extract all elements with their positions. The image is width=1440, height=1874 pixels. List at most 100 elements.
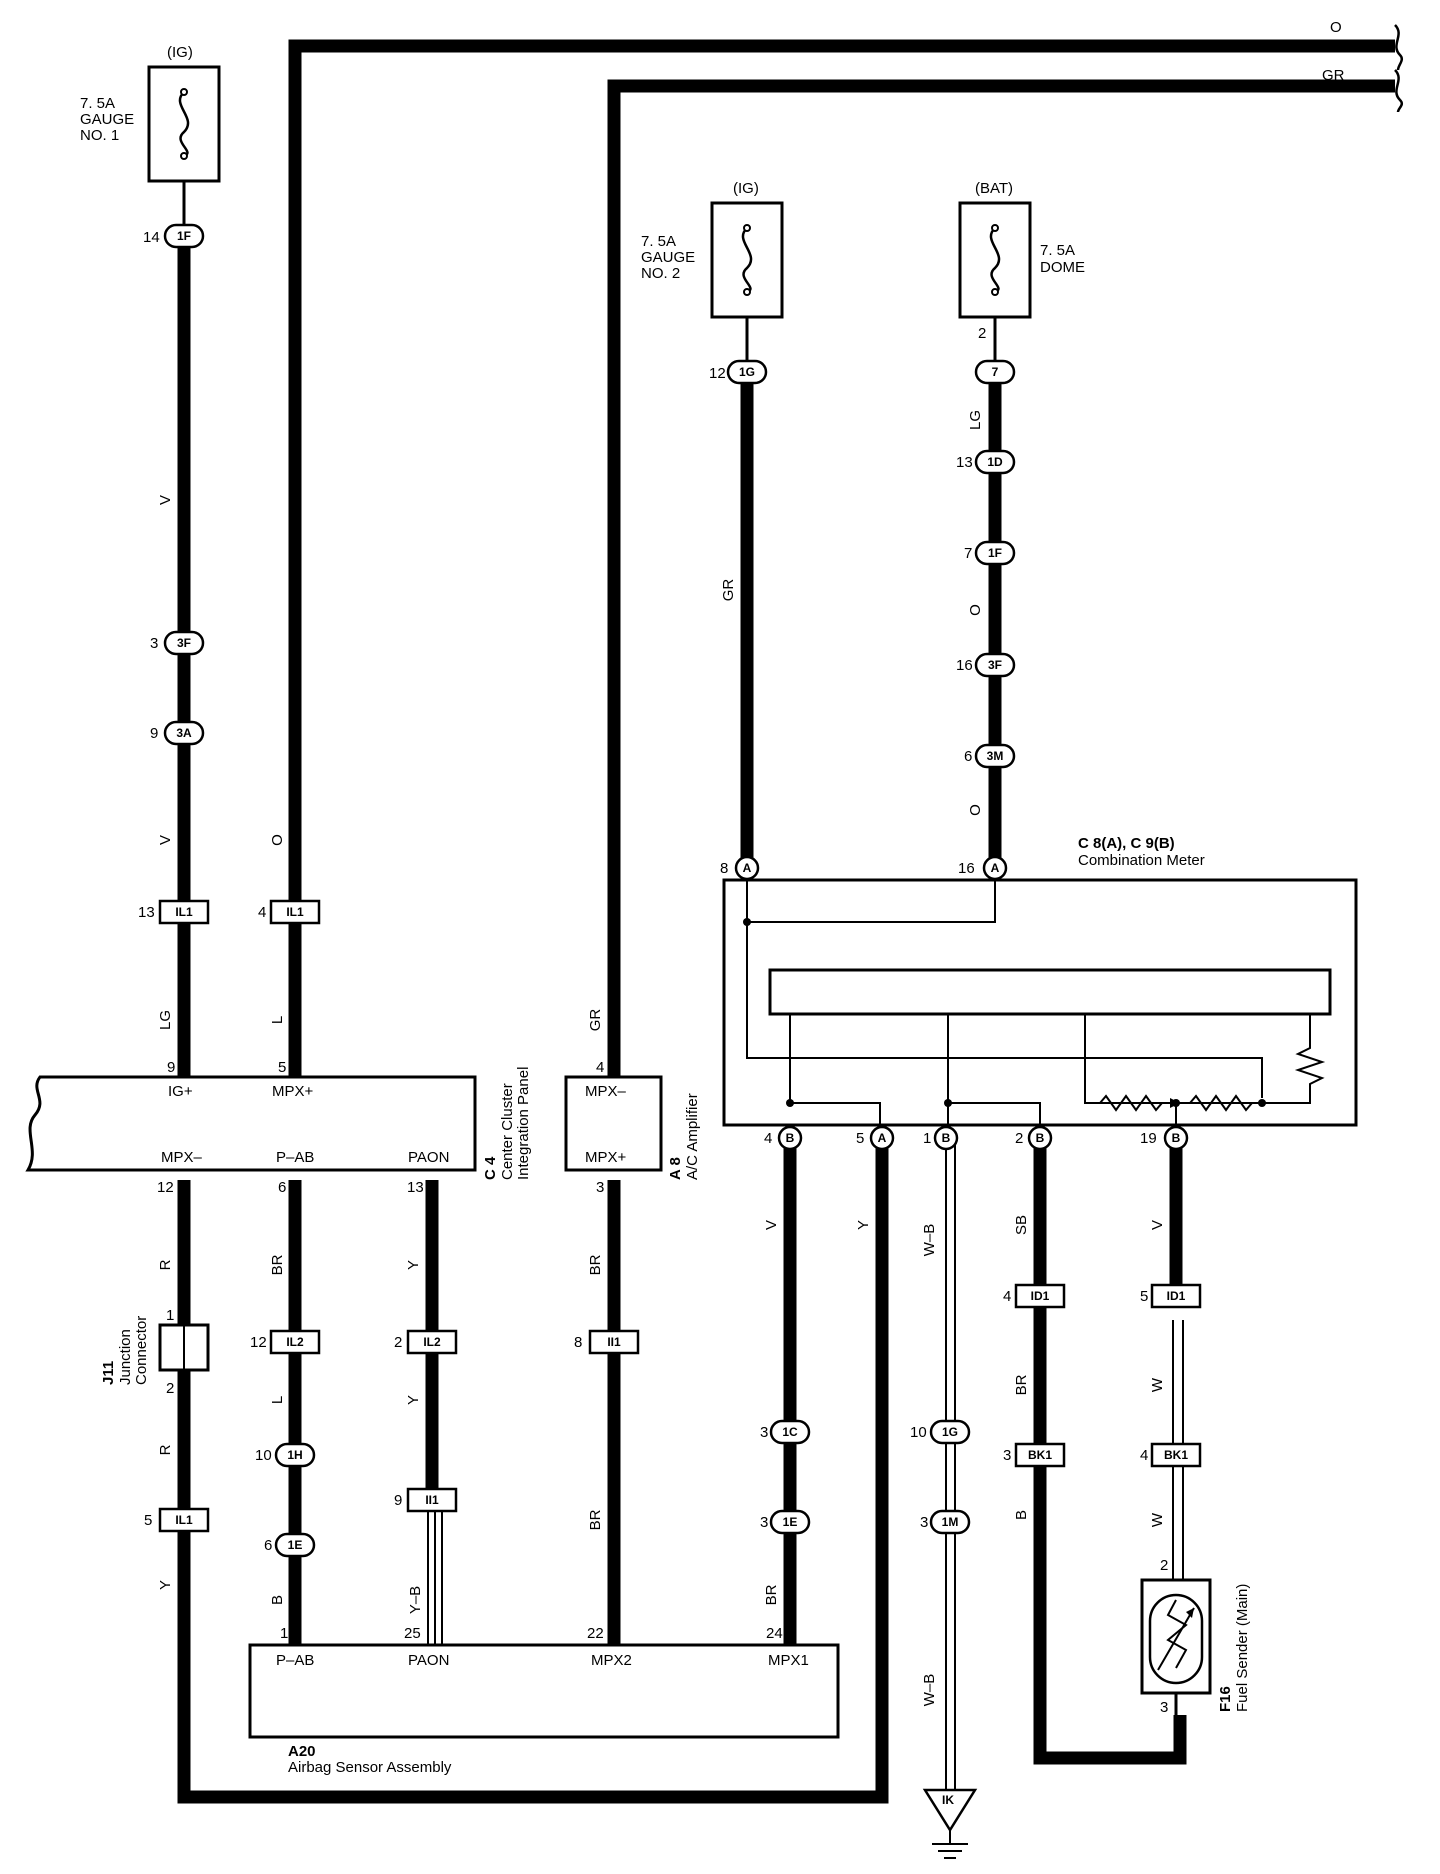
ab-name: Airbag Sensor Assembly (288, 1759, 452, 1776)
pin-pj1: 1 (166, 1307, 174, 1324)
wire-r-y-frame (177, 1138, 889, 1804)
connector-label: 1G (739, 365, 755, 379)
connector-label: BK1 (1028, 1448, 1052, 1462)
wire-color-top-o: O (1330, 19, 1342, 36)
cc-name-2: Integration Panel (515, 1067, 532, 1180)
junction-name-1: Junction (117, 1329, 134, 1385)
wire-color-br4: BR (1013, 1374, 1030, 1395)
connector-label: IL1 (175, 905, 193, 919)
pin-pa5: 5 (856, 1130, 864, 1147)
connector-cii1-8: II1 (588, 1329, 640, 1355)
pin-p9ii1: 9 (394, 1492, 402, 1509)
ac-term-mpxm: MPX– (585, 1083, 627, 1100)
ac-term-mpxp: MPX+ (585, 1149, 627, 1166)
connector-label: 1M (942, 1515, 959, 1529)
fuel-sender: F16 Fuel Sender (Main) (1140, 1578, 1251, 1715)
wire-color-l2: L (269, 1396, 286, 1404)
connector-cb19: B (1163, 1125, 1189, 1151)
pin-p9c: 9 (167, 1059, 175, 1076)
pin-pf3: 3 (1160, 1699, 1168, 1716)
wire-color-w1: W (1149, 1377, 1166, 1392)
pin-p16b: 16 (958, 860, 975, 877)
connector-cid1-4: ID1 (1014, 1283, 1066, 1309)
connector-cb2: B (1027, 1125, 1053, 1151)
wire-color-b2: B (1013, 1510, 1030, 1520)
wire-color-br5: BR (763, 1584, 780, 1605)
pin-p4id: 4 (1003, 1288, 1011, 1305)
meter-name: Combination Meter (1078, 852, 1205, 869)
fuse-dome-block: (BAT) 7. 5A DOME (958, 180, 1085, 360)
wire-color-br2: BR (587, 1254, 604, 1275)
pin-pb19: 19 (1140, 1130, 1157, 1147)
pin-p5id: 5 (1140, 1288, 1148, 1305)
connector-label: II1 (425, 1493, 439, 1507)
wire-color-o1: O (269, 834, 286, 846)
wire-color-wb1: W–B (921, 1224, 938, 1257)
pin-p24: 24 (766, 1625, 783, 1642)
wire-color-br3: BR (587, 1509, 604, 1530)
connector-cil1-4: IL1 (269, 899, 321, 925)
cc-term-ig: IG+ (168, 1083, 193, 1100)
pin-p4bk: 4 (1140, 1447, 1148, 1464)
connector-cil1-13: IL1 (158, 899, 210, 925)
center-cluster-panel: IG+ MPX+ MPX– P–AB PAON C 4 Center Clust… (25, 1067, 532, 1180)
connector-label: BK1 (1164, 1448, 1188, 1462)
pin-p5c: 5 (278, 1059, 286, 1076)
connector-c3f-b: 3F (974, 652, 1016, 678)
connector-label: A (991, 861, 1000, 875)
wire-o-main (288, 39, 1395, 1080)
ab-term-mpx2: MPX2 (591, 1652, 632, 1669)
connector-label: IL2 (423, 1335, 441, 1349)
connector-ca16: A (982, 855, 1008, 881)
wire-color-v1: V (157, 495, 174, 505)
pin-p12il2: 12 (250, 1334, 267, 1351)
connector-label: ID1 (1167, 1289, 1186, 1303)
pin-p6c: 6 (278, 1179, 286, 1196)
connector-cil2-12: IL2 (269, 1329, 321, 1355)
connector-ca8: A (734, 855, 760, 881)
connector-label: IL2 (286, 1335, 304, 1349)
wire-gr-main (607, 79, 1395, 1080)
connector-label: 7 (992, 365, 999, 379)
ab-term-pab: P–AB (276, 1652, 314, 1669)
connector-cb4: B (777, 1125, 803, 1151)
connector-cii1-9: II1 (406, 1487, 458, 1513)
connector-label: 1E (288, 1538, 303, 1552)
cc-code: C 4 (482, 1156, 499, 1180)
connector-cil2-2: IL2 (406, 1329, 458, 1355)
pin-p6e: 6 (264, 1537, 272, 1554)
wire-color-y4: Y (855, 1220, 872, 1230)
connector-c1d: 1D (974, 449, 1016, 475)
wire-color-w2: W (1149, 1512, 1166, 1527)
pin-p13il: 13 (138, 904, 155, 921)
fuse-gauge-2-name: GAUGE (641, 249, 695, 266)
pin-p8: 8 (720, 860, 728, 877)
wire-color-lg2: LG (967, 410, 984, 430)
pin-p3bk: 3 (1003, 1447, 1011, 1464)
connector-label: 1F (177, 229, 191, 243)
pin-pj2: 2 (166, 1380, 174, 1397)
connector-label: 1D (987, 455, 1003, 469)
pin-pb1: 1 (923, 1130, 931, 1147)
pin-p3c: 3 (596, 1179, 604, 1196)
connector-label: B (786, 1131, 795, 1145)
pin-pb2: 2 (1015, 1130, 1023, 1147)
airbag-sensor-assembly: P–AB PAON MPX2 MPX1 A20 Airbag Sensor As… (248, 1643, 840, 1776)
connector-label: 3A (176, 726, 192, 740)
pin-p13: 13 (956, 454, 973, 471)
pin-p4c: 4 (596, 1059, 604, 1076)
wire-color-l1: L (269, 1016, 286, 1024)
connector-label: IL1 (286, 905, 304, 919)
wire-color-sb: SB (1013, 1215, 1030, 1235)
connector-cid1-5: ID1 (1150, 1283, 1202, 1309)
junction-connector: J11 Junction Connector (100, 1316, 210, 1385)
pin-p3c1: 3 (760, 1424, 768, 1441)
fs-code: F16 (1217, 1686, 1234, 1712)
pin-p9: 9 (150, 725, 158, 742)
wire-color-b1: B (269, 1595, 286, 1605)
wire-break-symbols (1394, 24, 1404, 113)
fuse-gauge-1-no: NO. 1 (80, 127, 119, 144)
cc-name-1: Center Cluster (499, 1083, 516, 1180)
